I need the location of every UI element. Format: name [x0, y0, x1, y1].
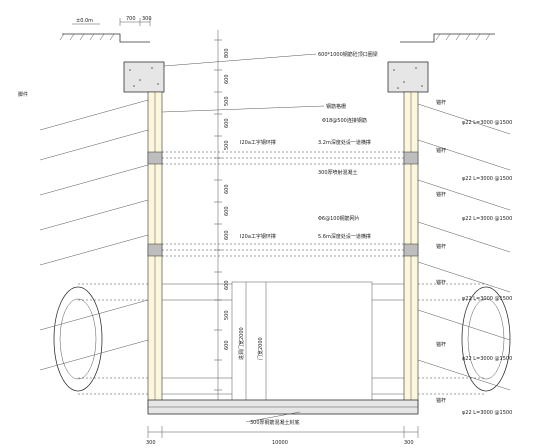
- label-shotcrete: 300厚喷射混凝土: [318, 169, 358, 176]
- vdim-4: 500: [224, 140, 230, 150]
- vdim-8: 600: [224, 280, 230, 290]
- vdim-9: 500: [224, 310, 230, 320]
- label-ring2-note: 5.6m深度处设一道横撑: [318, 233, 371, 240]
- bottom-dim-left: 300: [146, 440, 156, 446]
- crown-beam-speckle: [129, 67, 423, 89]
- label-mesh: Φ6@100钢筋网片: [318, 215, 360, 222]
- door-opening: 进洞门宽2000 门宽2000: [231, 281, 373, 401]
- ground-level-label: ±0.0m: [76, 18, 93, 24]
- top-dim-a: 700: [126, 16, 136, 22]
- anchor-label-4: 锚杆: [436, 279, 446, 286]
- pipe-text-1: 进洞门宽2000: [238, 327, 245, 360]
- anchors-left: [39, 99, 149, 371]
- vdim-3: 600: [224, 118, 230, 128]
- pipe-inner-lines: [162, 283, 404, 395]
- bottom-dimension: 300 10000 300: [146, 426, 419, 446]
- anchor-spec-3: φ22 L=3000 @1500: [462, 296, 512, 302]
- vdim-6: 600: [224, 206, 230, 216]
- label-ring2: I20a工字钢环撑: [240, 233, 276, 240]
- anchor-label-1: 锚杆: [436, 147, 446, 154]
- anchor-spec-0: φ22 L=3000 @1500: [462, 120, 512, 126]
- ground-level: ±0.0m: [59, 18, 495, 43]
- annotations: 600*1000钢筋砼顶口圈梁 钢筋格栅 Φ18@500连接钢筋 I20a工字钢…: [240, 51, 378, 426]
- crown-beam-left: [123, 61, 165, 93]
- anchor-spec-1: φ22 L=3000 @1500: [462, 176, 512, 182]
- anchor-spec-2: φ22 L=3000 @1500: [462, 216, 512, 222]
- bottom-dim-mid: 10000: [272, 440, 288, 446]
- pipe-text-2: 门宽2000: [257, 337, 264, 360]
- label-crown-beam: 600*1000钢筋砼顶口圈梁: [318, 51, 378, 58]
- anchor-label-2: 锚杆: [436, 191, 446, 198]
- anchor-label-5: 锚杆: [436, 341, 446, 348]
- bottom-dim-right: 300: [404, 440, 414, 446]
- label-ring1-note: 3.2m深度处设一道横撑: [318, 139, 371, 146]
- label-bottom-slab: 300厚钢筋混凝土封底: [250, 419, 300, 426]
- vdim-10: 600: [224, 340, 230, 350]
- vdim-0: 800: [224, 48, 230, 58]
- vdim-2: 500: [224, 96, 230, 106]
- anchor-label-0: 锚杆: [436, 99, 446, 106]
- anchor-spec-4: φ22 L=3000 @1500: [462, 356, 512, 362]
- label-ring1: I20a工字钢环撑: [240, 139, 276, 146]
- top-dim-b: 300: [142, 16, 152, 22]
- anchor-labels-right: 锚杆 φ22 L=3000 @1500 锚杆 φ22 L=3000 @1500 …: [436, 99, 512, 416]
- label-connector: Φ18@500连接钢筋: [322, 117, 367, 124]
- top-dimension: 700 300: [119, 16, 152, 26]
- anchor-label-3: 锚杆: [436, 243, 446, 250]
- leader-lines: [161, 53, 325, 423]
- pipe-left: [53, 283, 148, 395]
- center-dimension: 800 600 500 600 500 600 600 600 600 500 …: [214, 30, 230, 400]
- ring-brace-2: [147, 243, 419, 257]
- label-grid: 钢筋格栅: [326, 103, 346, 110]
- anchor-spec-5: φ22 L=3000 @1500: [462, 410, 512, 416]
- vdim-5: 600: [224, 184, 230, 194]
- vdim-1: 600: [224, 74, 230, 84]
- anchor-label-6: 锚杆: [436, 397, 446, 404]
- left-label: 脚件: [18, 91, 28, 98]
- crown-beam-right: [387, 61, 429, 93]
- ring-brace-1: [147, 151, 419, 165]
- pipe-right: [418, 283, 511, 395]
- vdim-7: 600: [224, 230, 230, 240]
- anchors-right: [417, 103, 511, 391]
